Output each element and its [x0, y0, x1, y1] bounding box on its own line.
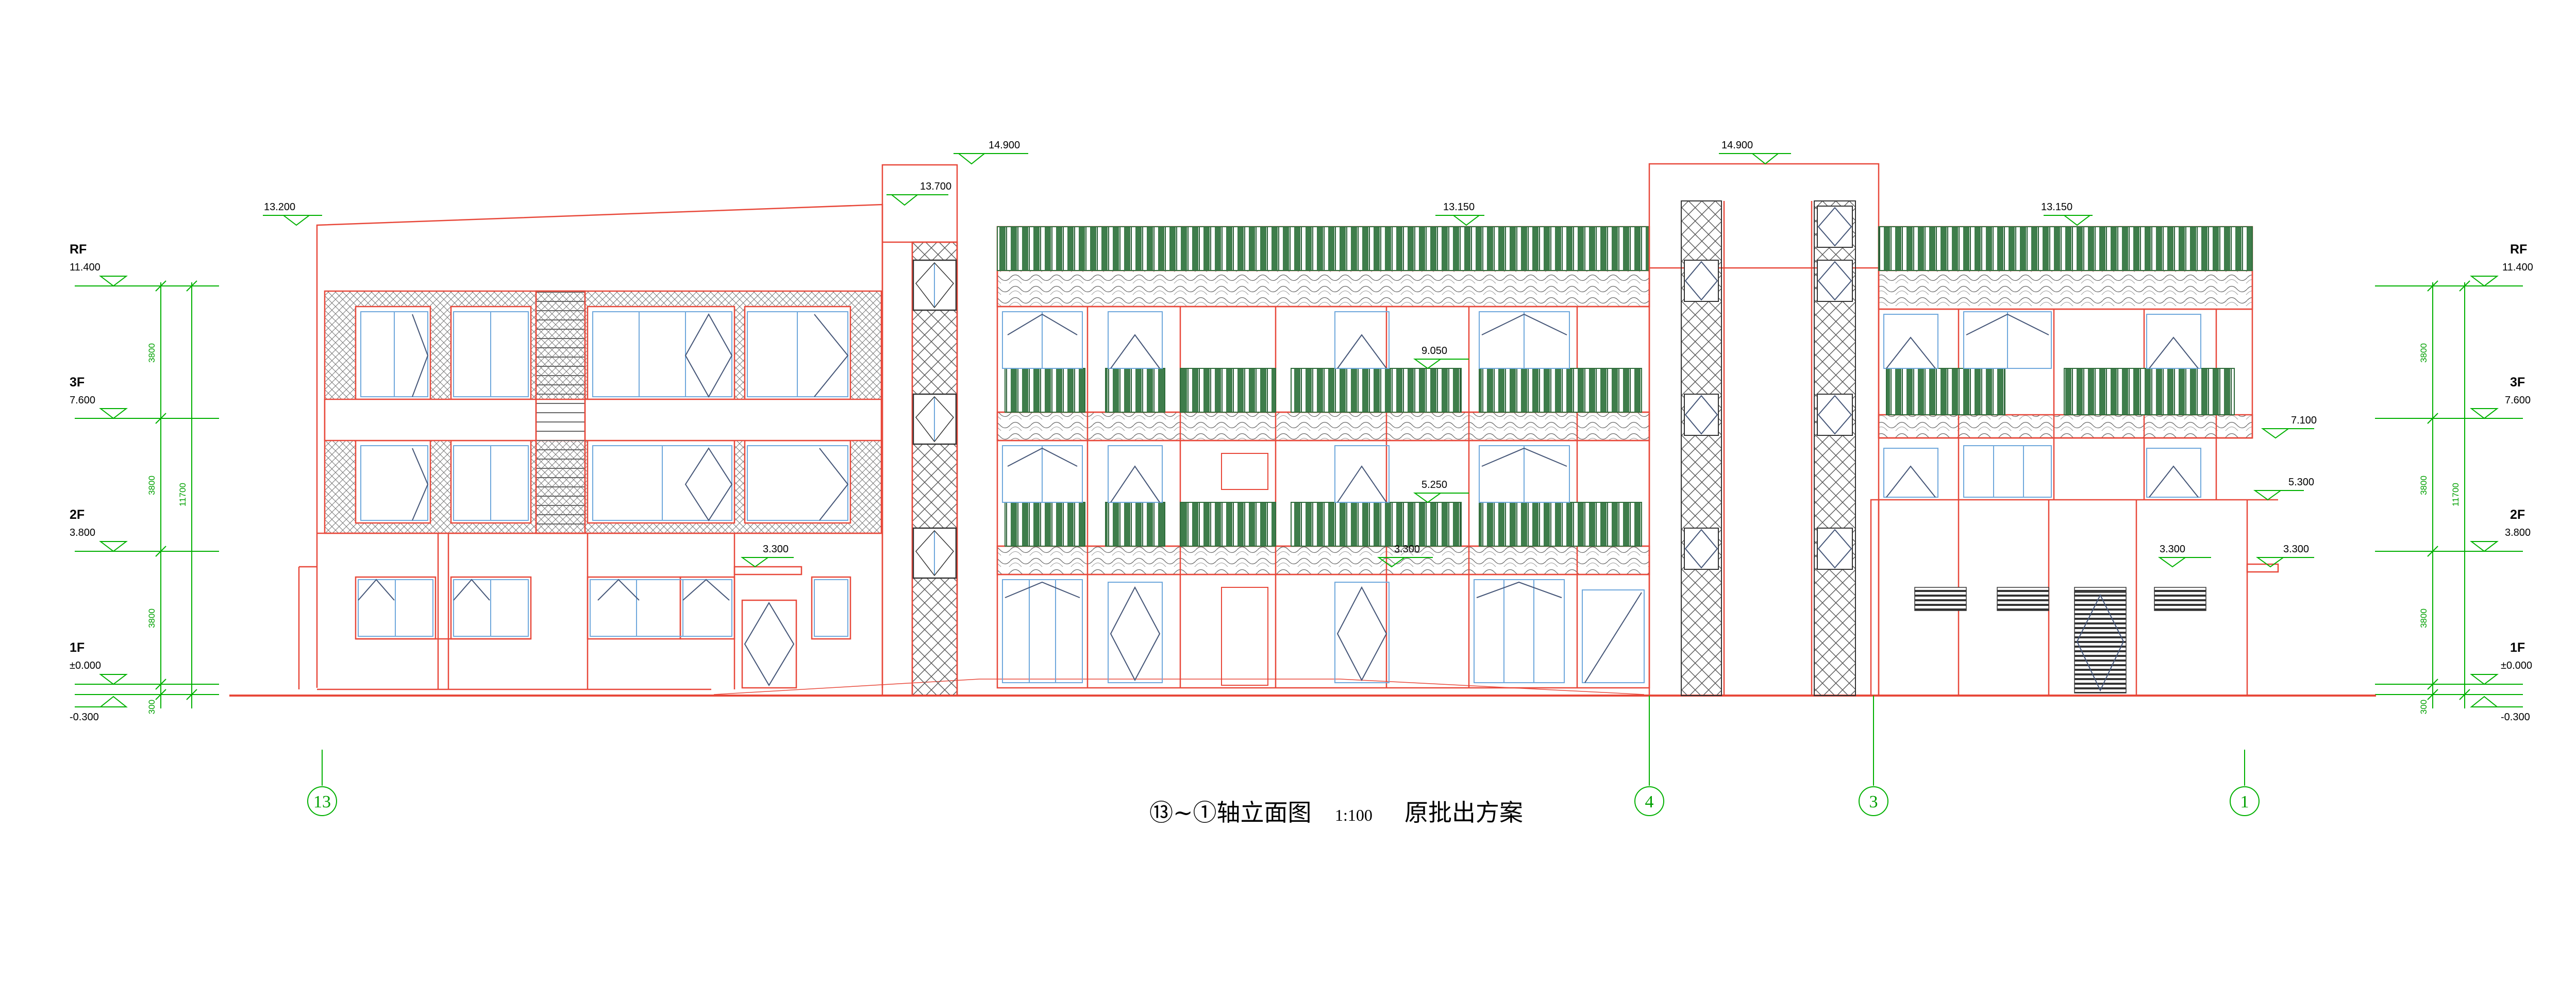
level-name-1f-right: 1F: [2510, 640, 2525, 655]
drawing-status: 原批出方案: [1404, 799, 1523, 826]
elev-rail-center: 13.150: [1443, 201, 1475, 213]
center-windows: [1002, 311, 1645, 683]
right-railings: [1878, 226, 2253, 415]
dim-3f-2f-right: 3800: [2419, 476, 2429, 495]
dim-plinth-left: 300: [147, 700, 157, 714]
level-value-rf-left: 11.400: [70, 262, 101, 273]
level-name-3f-left: 3F: [70, 375, 85, 390]
level-value-rf-right: 11.400: [2502, 262, 2533, 273]
elev-canopy-center: 3.300: [1394, 544, 1420, 555]
drawing-caption: ⑬~①轴立面图: [1149, 799, 1312, 826]
dim-plinth-right: 300: [2419, 700, 2429, 714]
dim-rf-3f-left: 3800: [147, 343, 157, 363]
center-window-marks: [1005, 313, 1642, 683]
level-name-2f-right: 2F: [2510, 508, 2525, 522]
center-railings: [997, 226, 1650, 547]
level-value-minus-left: -0.300: [70, 712, 99, 723]
elevation-marker-labels: 13.200 14.900 13.700 13.150 14.900 13.15…: [264, 140, 2317, 555]
elev-stair-right-top: 14.900: [1721, 140, 1753, 151]
right-block-windows: [1883, 311, 2201, 498]
elev-stair-left-top: 14.900: [989, 140, 1020, 151]
right-stair-diamonds: [1684, 206, 1853, 570]
dim-total-left: 11700: [178, 483, 188, 506]
left-block-windows: [358, 311, 848, 637]
elev-rail-right: 13.150: [2041, 201, 2072, 213]
left-level-scale: RF 11.400 3F 7.600 2F 3.800 1F ±0.000 -0…: [70, 242, 219, 723]
elev-canopy-right-top: 5.300: [2288, 477, 2314, 488]
left-stair-tower: [881, 164, 958, 697]
elev-parapet-left: 13.200: [264, 201, 295, 213]
level-name-rf-left: RF: [70, 242, 87, 257]
axis-label-4: 4: [1645, 792, 1654, 811]
level-value-3f-left: 7.600: [70, 395, 95, 406]
level-value-1f-right: ±0.000: [2501, 660, 2532, 671]
level-name-3f-right: 3F: [2510, 375, 2525, 390]
right-block-window-marks: [1886, 313, 2199, 498]
level-name-1f-left: 1F: [70, 640, 85, 655]
right-level-scale: RF 11.400 3F 7.600 2F 3.800 1F ±0.000 -0…: [2375, 242, 2533, 723]
level-value-minus-right: -0.300: [2501, 712, 2530, 723]
dim-3f-2f-left: 3800: [147, 476, 157, 495]
elev-roof-right: 7.100: [2291, 415, 2317, 426]
level-value-3f-right: 7.600: [2505, 395, 2531, 406]
ground-line: [229, 679, 2376, 697]
axis-label-3: 3: [1869, 792, 1878, 811]
axis-label-13: 13: [313, 792, 331, 811]
elev-stair-left-sub: 13.700: [920, 181, 951, 192]
axis-markers: [307, 696, 2260, 816]
elevation-markers: [263, 153, 2314, 568]
elev-canopy-right-b: 3.300: [2283, 544, 2309, 555]
axis-label-1: 1: [2240, 792, 2249, 811]
left-block-diamond-marks: [358, 313, 849, 686]
dim-2f-1f-right: 3800: [2419, 608, 2429, 628]
level-value-1f-left: ±0.000: [70, 660, 101, 671]
dim-rf-3f-right: 3800: [2419, 343, 2429, 363]
level-value-2f-left: 3.800: [70, 527, 95, 538]
drawing-scale: 1:100: [1335, 806, 1373, 824]
level-name-rf-right: RF: [2510, 242, 2527, 257]
elev-canopy-left: 3.300: [763, 544, 789, 555]
right-block: [1870, 226, 2279, 696]
dim-2f-1f-left: 3800: [147, 608, 157, 628]
level-value-2f-right: 3.800: [2505, 527, 2531, 538]
level-name-2f-left: 2F: [70, 508, 85, 522]
elev-canopy-right-a: 3.300: [2160, 544, 2185, 555]
elev-balcony-2f: 5.250: [1421, 479, 1447, 490]
center-block: [996, 226, 1650, 689]
left-stair-window-marks: [915, 262, 954, 577]
right-block-louvers: [1914, 587, 2206, 694]
center-entry: [1221, 453, 1268, 686]
elev-balcony-3f: 9.050: [1421, 345, 1447, 357]
dim-total-right: 11700: [2451, 483, 2461, 506]
left-block: [298, 204, 883, 690]
